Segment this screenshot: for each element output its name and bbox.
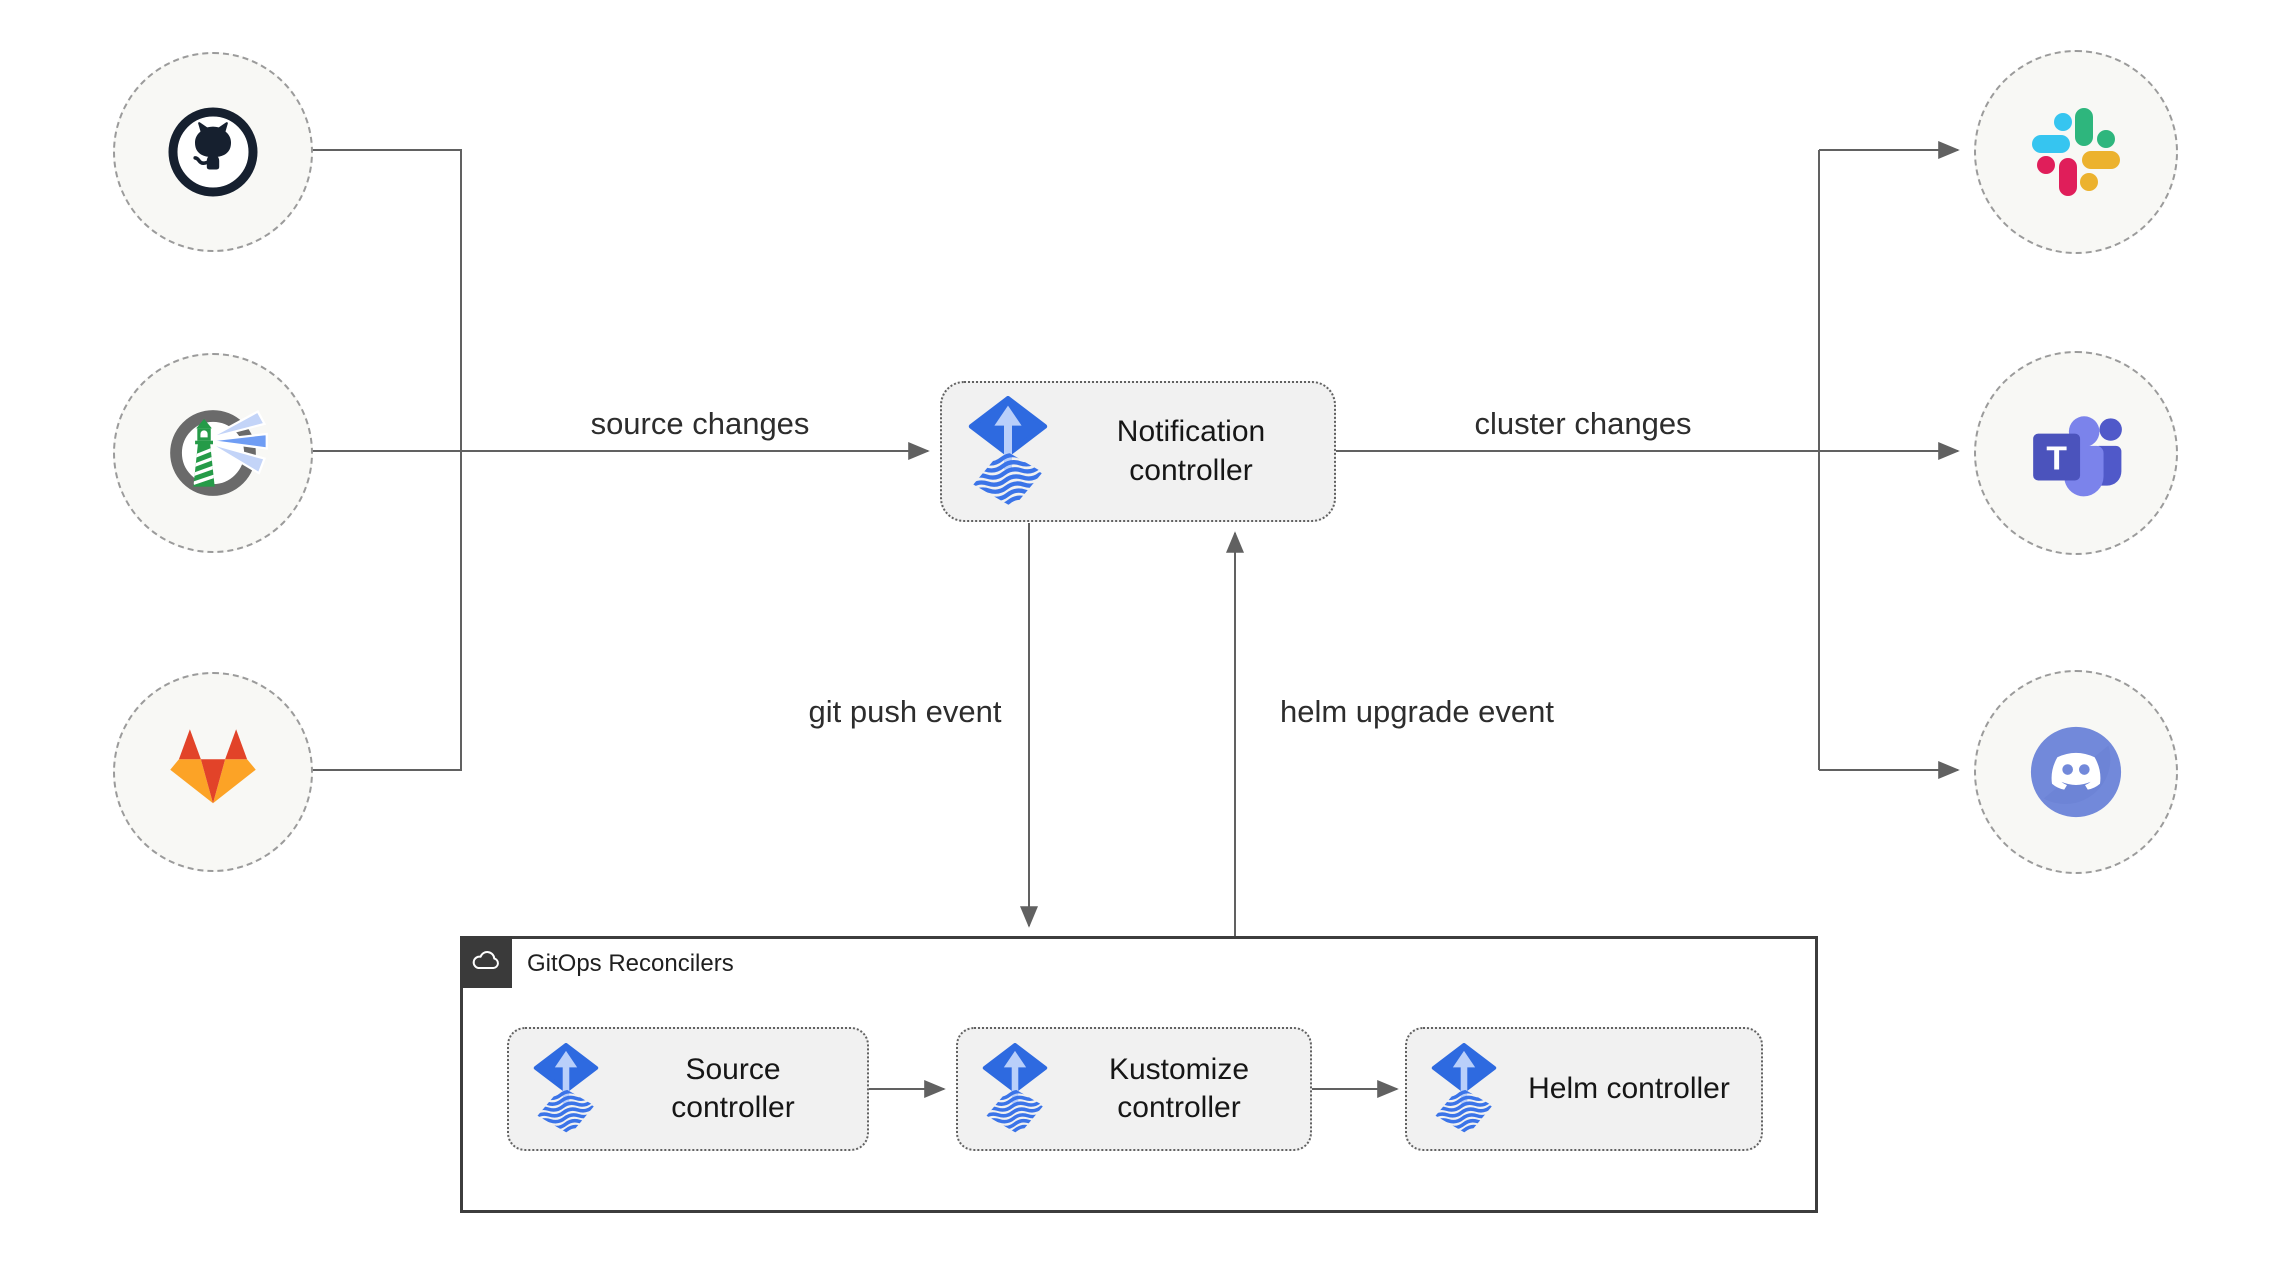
endpoint-github: [113, 52, 313, 252]
endpoint-microsoft-teams: T: [1974, 351, 2178, 555]
endpoint-gitlab: [113, 672, 313, 872]
flux-icon: [968, 396, 1048, 508]
discord-icon: [2030, 726, 2122, 818]
edge-label-git-push-event: git push event: [808, 694, 1002, 729]
microsoft-teams-icon: T: [2033, 416, 2122, 497]
flux-icon: [533, 1043, 599, 1135]
flux-icon: [1431, 1043, 1497, 1135]
flux-icon: [982, 1043, 1048, 1135]
group-gitops-reconcilers: GitOps Reconcilers: [460, 936, 1818, 1213]
endpoint-discord: [1974, 670, 2178, 874]
node-label: Kustomize controller: [1108, 1052, 1250, 1124]
harbor-icon: [170, 410, 268, 496]
slack-icon: [2032, 108, 2120, 196]
edge-label-cluster-changes: cluster changes: [1474, 406, 1692, 441]
edge-label-helm-upgrade-event: helm upgrade event: [1279, 694, 1555, 729]
left-bus-line: [309, 149, 462, 771]
node-label: Helm controller: [1528, 1071, 1730, 1105]
edge-label-source-changes: source changes: [590, 406, 810, 441]
node-kustomize-controller: Kustomize controller: [956, 1027, 1312, 1151]
group-title: GitOps Reconcilers: [527, 950, 734, 977]
group-header: [460, 936, 512, 988]
endpoint-slack: [1974, 50, 2178, 254]
github-icon: [168, 107, 258, 197]
node-label: Notification controller: [1116, 415, 1266, 487]
cloud-icon: [472, 951, 499, 969]
node-helm-controller: Helm controller: [1405, 1027, 1763, 1151]
gitlab-icon: [170, 729, 256, 804]
node-label: Source controller: [671, 1052, 795, 1124]
node-notification-controller: Notification controller: [940, 381, 1336, 522]
teams-letter: T: [2046, 440, 2067, 477]
node-source-controller: Source controller: [507, 1027, 869, 1151]
endpoint-harbor: [113, 353, 313, 553]
